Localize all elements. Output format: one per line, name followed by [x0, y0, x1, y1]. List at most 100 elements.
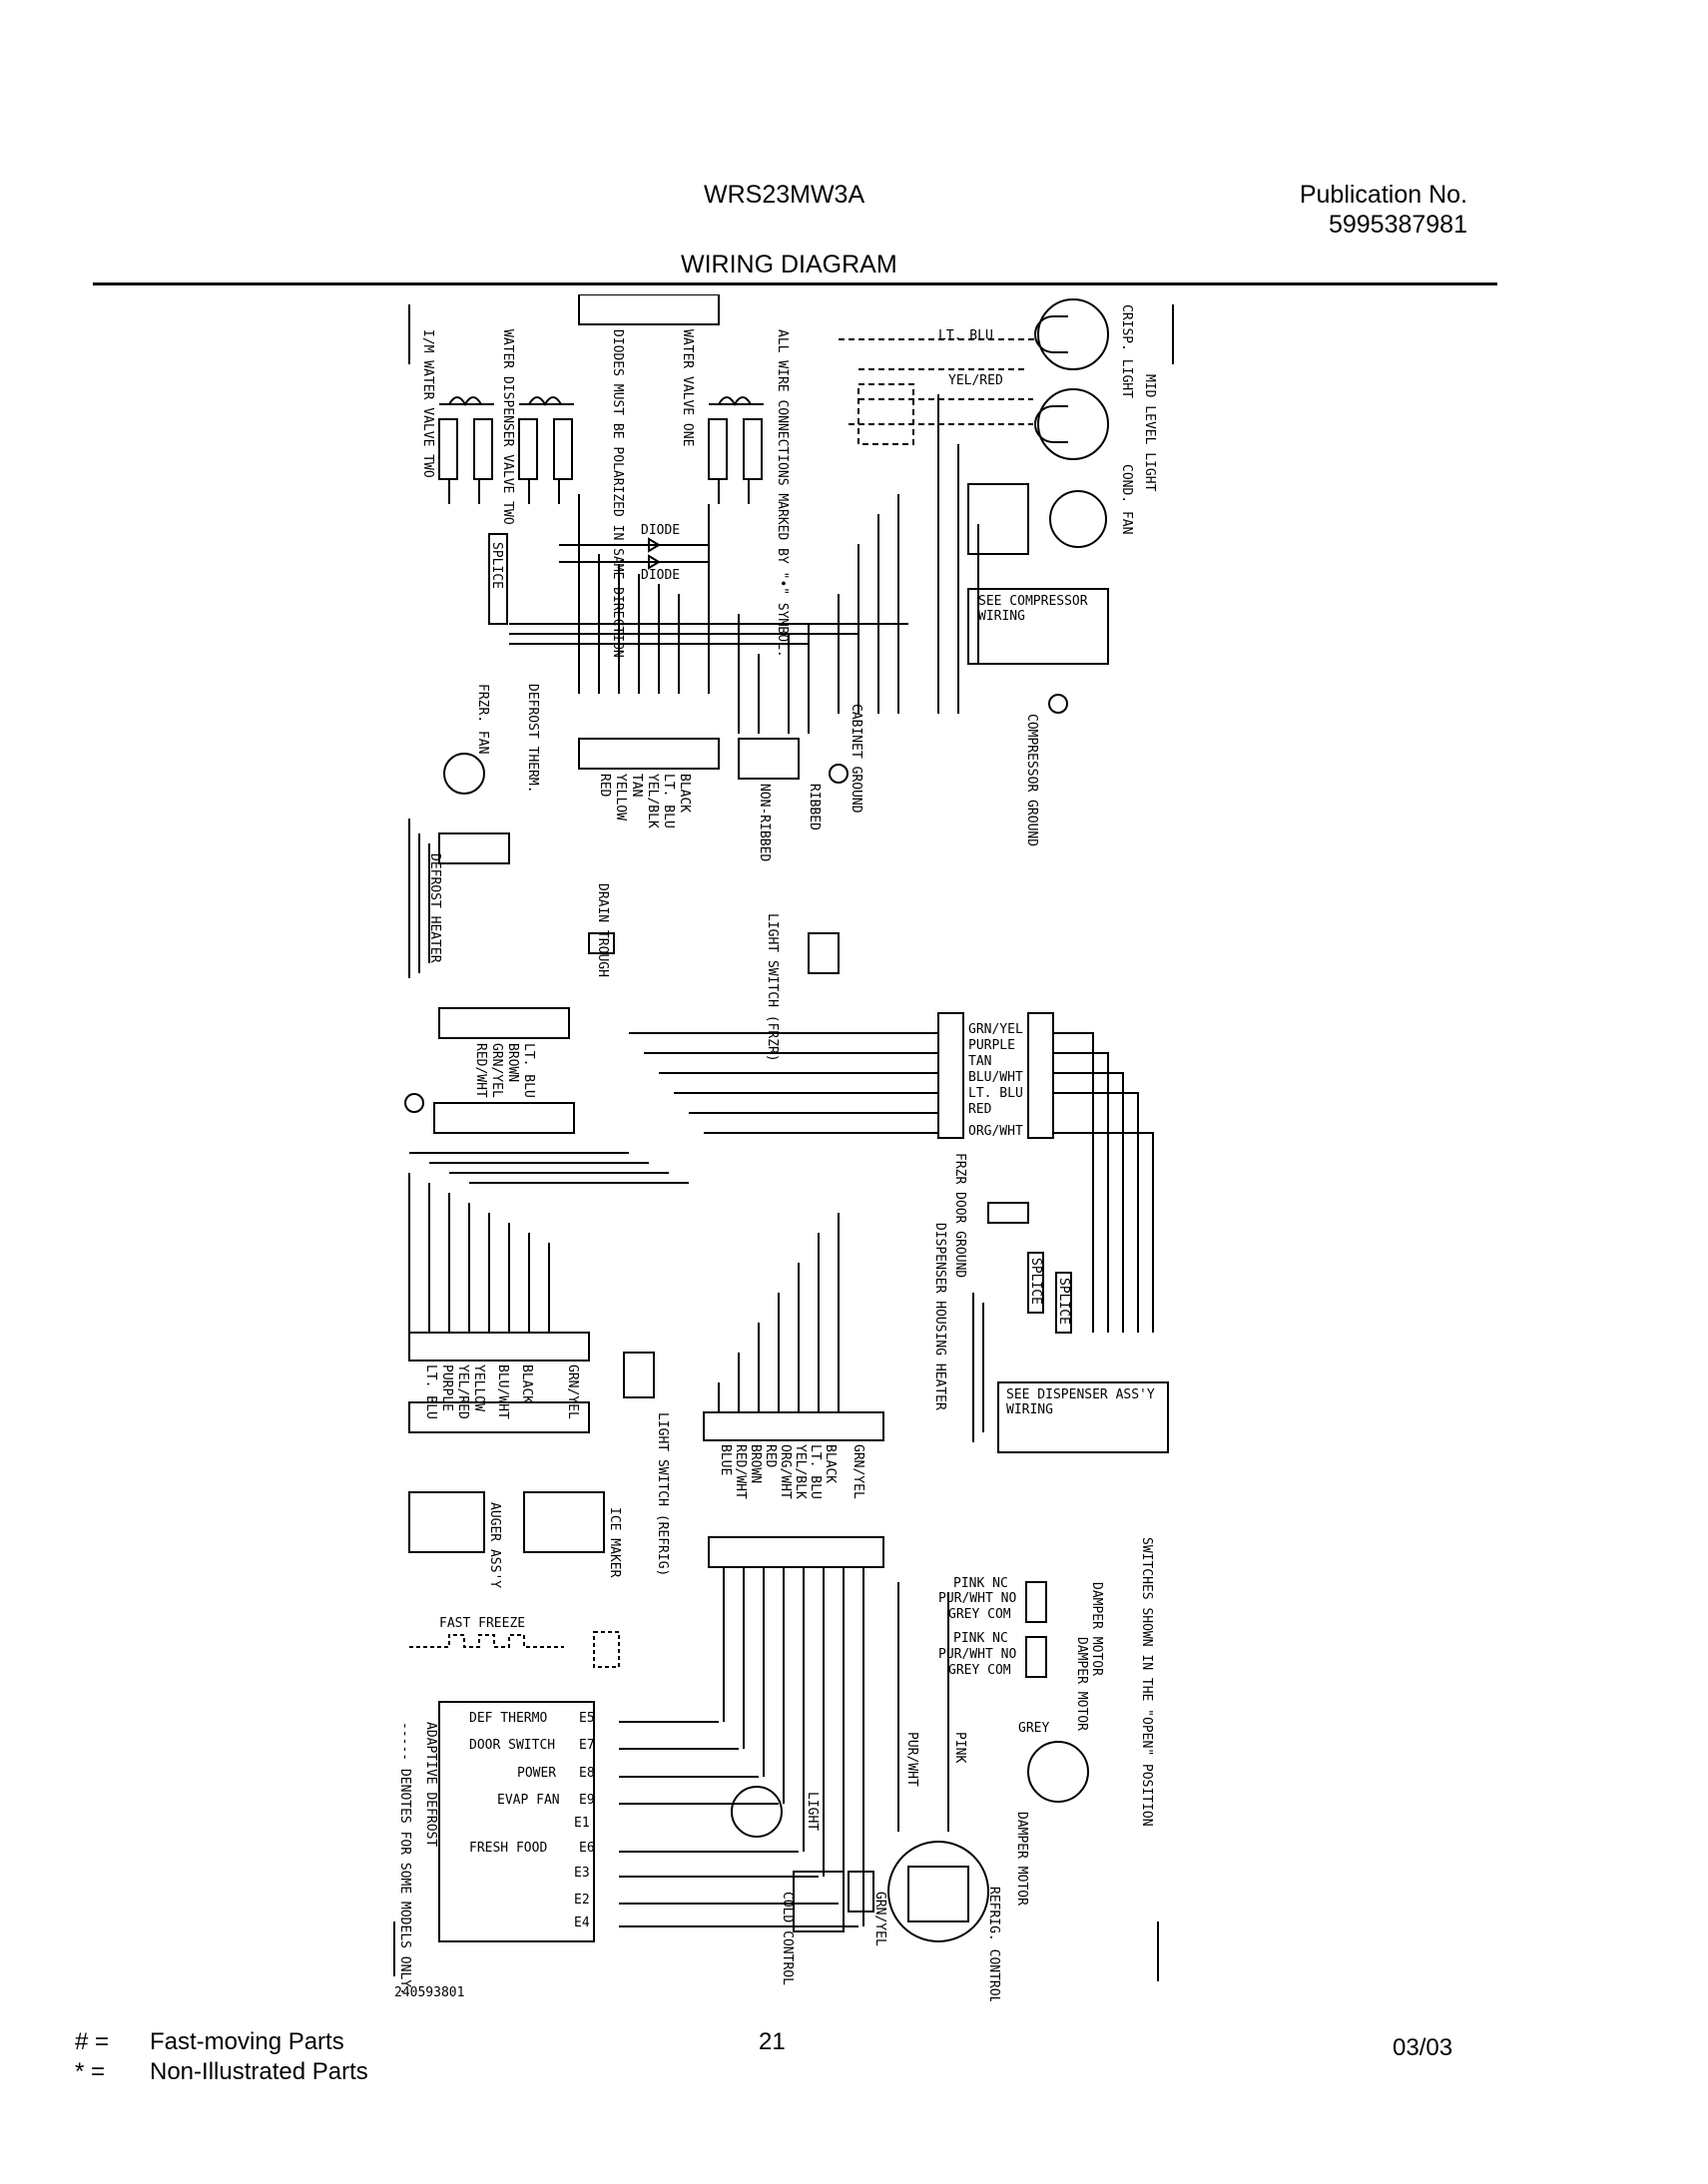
non-illustrated-symbol: * = — [75, 2058, 106, 2085]
wire-lt-blu-label: LT. BLU — [938, 328, 993, 343]
conn4-wire-4: YEL/BLK — [793, 1444, 808, 1499]
conn4-wire-5: ORG/WHT — [778, 1444, 793, 1499]
conn3-wire-1: GRN/YEL — [565, 1365, 580, 1419]
adc-label-6: FRESH FOOD — [469, 1841, 547, 1856]
conn4-wire-6: RED — [763, 1444, 778, 1468]
adc-label-1: DEF THERMO — [469, 1711, 547, 1726]
adc-pin-e1: E1 — [574, 1816, 590, 1831]
adc-pin-e9: E9 — [579, 1793, 595, 1808]
adc-label-3: POWER — [517, 1766, 556, 1781]
diode-symbols: DIODE DIODE — [559, 523, 709, 583]
adc-pin-e2: E2 — [574, 1893, 590, 1908]
rc-wire-2: PURPLE — [968, 1038, 1015, 1053]
light-connector — [857, 383, 914, 445]
label-diodes-note: DIODES MUST BE POLARIZED IN SAME DIRECTI… — [610, 329, 625, 658]
splice-3 — [1055, 1272, 1072, 1334]
adc-pins: E5 E7 E8 E9 E1 E6 E3 E2 E4 — [574, 1711, 595, 1930]
defrost-heater-label: DEFROST HEATER — [427, 853, 442, 963]
cond-fan-connector — [967, 483, 1029, 555]
conn3-wire-3: BLU/WHT — [495, 1365, 510, 1419]
label-water-dispenser-valve: WATER DISPENSER VALVE TWO — [500, 329, 515, 525]
cold-control-label: COLD CONTROL — [780, 1892, 795, 1985]
conn2-wire-1: LT. BLU — [521, 1043, 536, 1098]
damper-motor-label: DAMPER MOTOR — [1014, 1812, 1029, 1906]
fast-freeze-connector — [593, 1631, 620, 1668]
model-number: WRS23MW3A — [704, 181, 865, 209]
dispenser-wiring-text: SEE DISPENSER ASS'Y WIRING — [1006, 1387, 1155, 1417]
connector-3b — [408, 1401, 590, 1433]
conn4-wire-1: GRN/YEL — [851, 1444, 865, 1499]
fast-freeze-label: FAST FREEZE — [439, 1616, 525, 1631]
adaptive-defrost-control — [438, 1701, 595, 1942]
compressor-wiring-text: SEE COMPRESSOR WIRING — [978, 594, 1088, 624]
adc-pin-e6: E6 — [579, 1841, 595, 1856]
defrost-heater-element — [408, 819, 430, 978]
ds2-purwht: PUR/WHT NO — [938, 1647, 1016, 1662]
conn4-wire-2: BLACK — [823, 1444, 838, 1483]
adc-pin-e7: E7 — [579, 1738, 595, 1753]
auger-label: AUGER ASS'Y — [487, 1502, 502, 1588]
conn3-wire-5: YEL/RED — [455, 1365, 470, 1419]
frzr-door-ground-label: FRZR DOOR GROUND — [952, 1153, 967, 1278]
dispenser-wiring-box — [997, 1381, 1169, 1453]
light-switch-frzr-label: LIGHT SWITCH (FRZR) — [765, 913, 780, 1062]
splice-3-label: SPLICE — [1056, 1278, 1071, 1325]
ds1-grey: GREY COM — [948, 1607, 1011, 1622]
frzr-fan-connector — [438, 832, 510, 864]
compressor-ground-label: COMPRESSOR GROUND — [1024, 714, 1039, 846]
wiring-diagram: I/M WATER VALVE TWO WATER DISPENSER VALV… — [393, 294, 1174, 2001]
adc-pin-e4: E4 — [574, 1915, 590, 1930]
conn1-wire-6: RED — [597, 774, 612, 798]
top-labels: I/M WATER VALVE TWO WATER DISPENSER VALV… — [420, 329, 790, 658]
rc-wire-3: TAN — [968, 1054, 991, 1069]
frzr-fan-label: FRZR. FAN — [475, 684, 490, 754]
connector-2b — [433, 1102, 575, 1134]
connector-3 — [408, 1332, 590, 1362]
conn1-wire-5: YELLOW — [613, 774, 628, 820]
label-water-valve-one: WATER VALVE ONE — [680, 329, 695, 446]
mid-level-light — [1034, 388, 1109, 460]
conn4-wire-3: LT. BLU — [808, 1444, 823, 1499]
adc-pin-e8: E8 — [579, 1766, 595, 1781]
crisp-light — [1034, 298, 1109, 370]
drain-trough-label: DRAIN TROUGH — [595, 883, 610, 977]
light-label: LIGHT — [805, 1792, 820, 1831]
ground-symbol-2 — [404, 1093, 424, 1113]
conn1-wire-3: YEL/BLK — [645, 774, 660, 828]
valve-im — [438, 396, 494, 504]
switch-note-label: SWITCHES SHOWN IN THE "OPEN" POSITION — [1139, 1537, 1154, 1827]
refrig-control — [887, 1841, 989, 1942]
splice-1-label: SPLICE — [489, 542, 504, 589]
rc-wire-7: ORG/WHT — [968, 1124, 1023, 1139]
grey-label: GREY — [1018, 1721, 1049, 1736]
page-title: WIRING DIAGRAM — [681, 251, 897, 278]
refrig-control-body — [907, 1866, 969, 1922]
conn2-wire-4: RED/WHT — [473, 1043, 488, 1098]
wire-yel-red-label: YEL/RED — [948, 373, 1003, 388]
connector-2 — [438, 1007, 570, 1039]
diode-label-2: DIODE — [641, 568, 680, 583]
defrost-therm-label: DEFROST THERM. — [525, 684, 540, 794]
connector-1-body — [578, 738, 720, 770]
conn2-wire-2: BROWN — [505, 1043, 520, 1082]
cond-fan-motor — [1049, 490, 1107, 548]
conn3-wire-4: YELLOW — [471, 1365, 486, 1411]
refrig-light — [731, 1786, 783, 1838]
fast-freeze-element — [409, 1634, 564, 1648]
ice-maker — [523, 1491, 605, 1553]
ds1-purwht: PUR/WHT NO — [938, 1591, 1016, 1606]
compressor-ground-symbol — [1048, 694, 1068, 714]
splice-2 — [1027, 1252, 1044, 1314]
compressor-wiring-box — [967, 588, 1109, 665]
splice-2-label: SPLICE — [1028, 1258, 1043, 1305]
cabinet-ground-symbol — [829, 764, 849, 784]
damper-switch-1 — [1025, 1581, 1047, 1623]
rc-wire-1: GRN/YEL — [968, 1022, 1023, 1037]
frzr-fan-motor — [443, 753, 485, 795]
adc-label-4: EVAP FAN — [497, 1793, 560, 1808]
conn4-wire-9: BLUE — [718, 1444, 733, 1475]
rc-wire-4: BLU/WHT — [968, 1070, 1023, 1085]
fast-moving-text: Fast-moving Parts — [150, 2028, 344, 2055]
grn-yel-label: GRN/YEL — [872, 1892, 887, 1946]
adc-pin-labels: DEF THERMO DOOR SWITCH POWER EVAP FAN FR… — [469, 1711, 560, 1856]
